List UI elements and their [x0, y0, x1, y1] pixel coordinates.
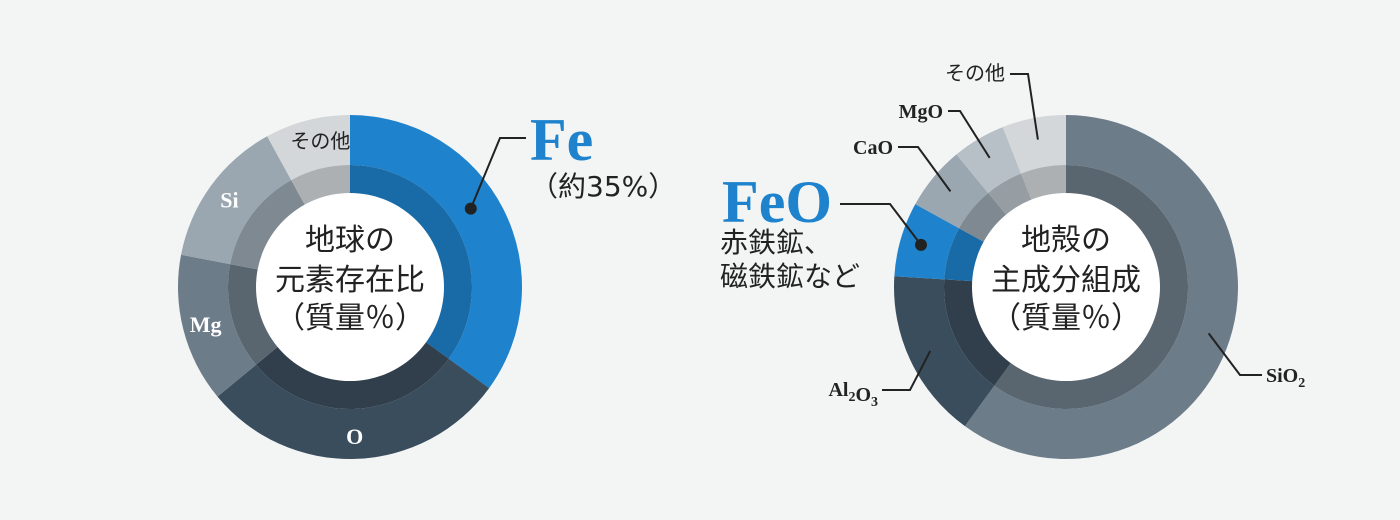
- callout-line-feo: [840, 203, 922, 246]
- slice-mg: [178, 254, 256, 397]
- donut-hole: [972, 193, 1160, 381]
- callout-line-other: [1010, 73, 1039, 140]
- callout-line-mgo: [948, 110, 991, 159]
- slice-inner-si: [230, 180, 320, 276]
- segment-label-other: その他: [290, 129, 350, 153]
- callout-label-mgo: MgO: [899, 101, 943, 123]
- slice-cao: [915, 154, 989, 229]
- callout-line-sio2: [1207, 332, 1262, 376]
- slice-feo: [894, 204, 960, 280]
- center-title-line: （質量％）: [275, 301, 425, 336]
- slice-other: [267, 115, 350, 181]
- callout-label-al2o3: Al2O3: [828, 379, 878, 410]
- callout-label-sio2: SiO2: [1266, 365, 1305, 391]
- callout-line-al2o3: [882, 350, 932, 391]
- highlight-sublabel-feo: 赤鉄鉱、: [720, 226, 832, 259]
- segment-label-o: O: [346, 424, 363, 449]
- highlight-label-fe: Fe: [530, 107, 593, 173]
- slice-o: [217, 358, 490, 459]
- highlight-sublabel-feo: 磁鉄鉱など: [720, 260, 860, 293]
- slice-other: [1002, 115, 1066, 174]
- donut-hole: [256, 193, 444, 381]
- slice-al2o3: [894, 276, 995, 427]
- highlight-sublabel-fe: （約35%）: [530, 170, 676, 203]
- callout-label-cao: CaO: [853, 137, 893, 159]
- center-title-line: 地球の: [305, 223, 395, 258]
- slice-si: [181, 136, 292, 265]
- center-title-line: 主成分組成: [991, 263, 1141, 298]
- center-title-line: 元素存在比: [275, 263, 425, 298]
- segment-label-si: Si: [220, 187, 238, 212]
- center-title-line: 地殻の: [1021, 223, 1111, 258]
- callout-label-other: その他: [945, 61, 1005, 85]
- center-title-line: （質量％）: [991, 301, 1141, 336]
- segment-label-mg: Mg: [190, 312, 222, 337]
- callout-line-fe: [469, 137, 526, 209]
- slice-fe: [350, 115, 522, 389]
- highlight-label-feo: FeO: [722, 169, 832, 235]
- slice-mgo: [956, 127, 1022, 193]
- callout-line-cao: [898, 146, 952, 192]
- slice-sio2: [964, 115, 1238, 459]
